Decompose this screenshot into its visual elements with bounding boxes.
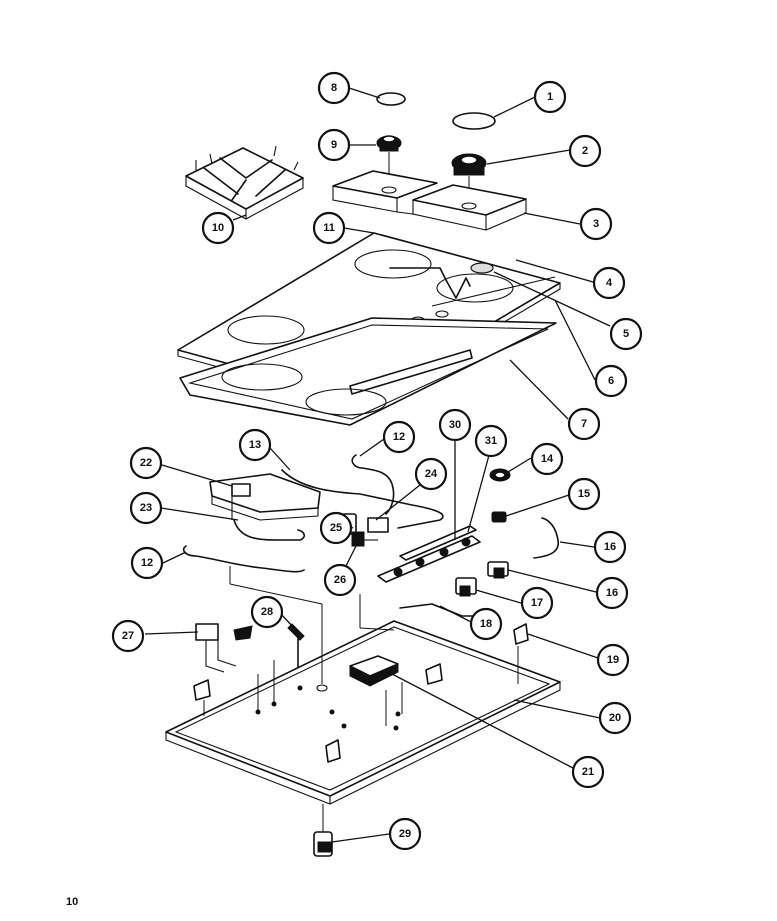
svg-text:26: 26: [334, 574, 346, 586]
svg-text:3: 3: [593, 218, 599, 230]
callout-13: 13: [238, 428, 272, 462]
pan-bracket-19: [513, 623, 529, 645]
callout-12-upper: 12: [382, 420, 416, 454]
burner-base-plates: [332, 170, 527, 231]
callout-12-lower: 12: [130, 546, 164, 580]
callout-7: 7: [567, 407, 601, 441]
svg-text:15: 15: [578, 488, 590, 500]
callout-8: 8: [317, 71, 351, 105]
pan-bracket-right: [425, 663, 443, 685]
callout-21: 21: [571, 755, 605, 789]
svg-text:21: 21: [582, 766, 594, 778]
pan-bracket-left: [193, 679, 211, 701]
svg-text:1: 1: [547, 91, 553, 103]
igniter-wire: [233, 519, 306, 541]
part-drawings: [165, 92, 561, 857]
callout-16-upper: 16: [593, 530, 627, 564]
svg-text:31: 31: [485, 435, 497, 447]
pan-bracket-front: [325, 739, 341, 763]
callout-27: 26: [323, 563, 357, 597]
svg-text:24: 24: [425, 468, 438, 480]
svg-text:12: 12: [141, 557, 153, 569]
fitting: [491, 511, 507, 523]
callouts: 8 1 9 2 3 10 11 4 5 6 7 13 12 30 31 22 1…: [111, 71, 643, 851]
svg-text:12: 12: [393, 431, 405, 443]
gas-manifold-tube: [281, 469, 444, 529]
svg-text:13: 13: [249, 439, 261, 451]
svg-text:23: 23: [140, 502, 152, 514]
svg-text:16: 16: [604, 541, 616, 553]
svg-text:10: 10: [212, 222, 224, 234]
callout-18: 18: [469, 607, 503, 641]
callout-28: 27: [111, 619, 145, 653]
svg-text:7: 7: [581, 418, 587, 430]
svg-text:16: 16: [606, 587, 618, 599]
svg-text:27: 27: [122, 630, 134, 642]
svg-text:8: 8: [331, 82, 337, 94]
svg-text:2: 2: [582, 145, 588, 157]
cooktop-gasket: [179, 317, 557, 426]
valve-rails: [377, 525, 481, 583]
svg-text:22: 22: [140, 457, 152, 469]
svg-text:5: 5: [623, 328, 629, 340]
callout-30: 30: [438, 408, 472, 442]
control-module: [349, 655, 399, 687]
pressure-regulator: [313, 804, 333, 857]
callout-22: 29: [388, 817, 422, 851]
gas-valve-right: [487, 561, 509, 579]
gas-tube-lower: [182, 545, 305, 573]
callout-3: 3: [579, 207, 613, 241]
callout-2: 2: [568, 134, 602, 168]
svg-text:9: 9: [331, 139, 337, 151]
svg-text:20: 20: [609, 712, 621, 724]
burner-head-small: [376, 135, 402, 190]
svg-text:11: 11: [323, 222, 335, 234]
mounting-bracket: [209, 473, 321, 521]
svg-text:30: 30: [449, 419, 461, 431]
bottom-pan: [165, 620, 561, 805]
svg-text:28: 28: [261, 606, 273, 618]
callout-20: 20: [598, 701, 632, 735]
callout-9: 9: [317, 128, 351, 162]
callout-15: 15: [567, 477, 601, 511]
svg-text:17: 17: [531, 597, 543, 609]
svg-text:19: 19: [607, 654, 619, 666]
burner-cap-small: [376, 92, 406, 106]
svg-text:6: 6: [608, 375, 614, 387]
callout-1: 1: [533, 80, 567, 114]
burner-head-large: [451, 153, 487, 205]
svg-text:4: 4: [606, 277, 613, 289]
gas-tube-right: [533, 517, 559, 559]
burner-grate: [185, 145, 304, 220]
callout-11: 11: [312, 211, 346, 245]
callout-24: 23: [129, 491, 163, 525]
callout-17: 17: [520, 586, 554, 620]
clip-bracket: [195, 623, 253, 673]
callout-23: 22: [129, 446, 163, 480]
callout-31: 31: [474, 424, 508, 458]
svg-text:25: 25: [330, 522, 342, 534]
callout-14: 14: [530, 442, 564, 476]
callout-26: 25: [319, 511, 353, 545]
callout-10: 10: [201, 211, 235, 245]
wire-harness: [399, 603, 479, 617]
svg-text:29: 29: [399, 828, 411, 840]
gas-valve-center: [455, 577, 477, 597]
callout-5: 5: [609, 317, 643, 351]
callout-16-lower: 16: [595, 576, 629, 610]
callout-29: 28: [250, 595, 284, 629]
assembly-lines: [203, 566, 519, 726]
leader-lines: [144, 87, 611, 843]
callout-25: 24: [414, 457, 448, 491]
gas-tube-upper: [351, 454, 395, 515]
callout-19: 19: [596, 643, 630, 677]
svg-text:14: 14: [541, 453, 554, 465]
callout-4: 4: [592, 266, 626, 300]
page-number: 10: [66, 896, 79, 908]
burner-cap-large: [452, 112, 496, 130]
svg-text:18: 18: [480, 618, 492, 630]
callout-6: 6: [594, 364, 628, 398]
